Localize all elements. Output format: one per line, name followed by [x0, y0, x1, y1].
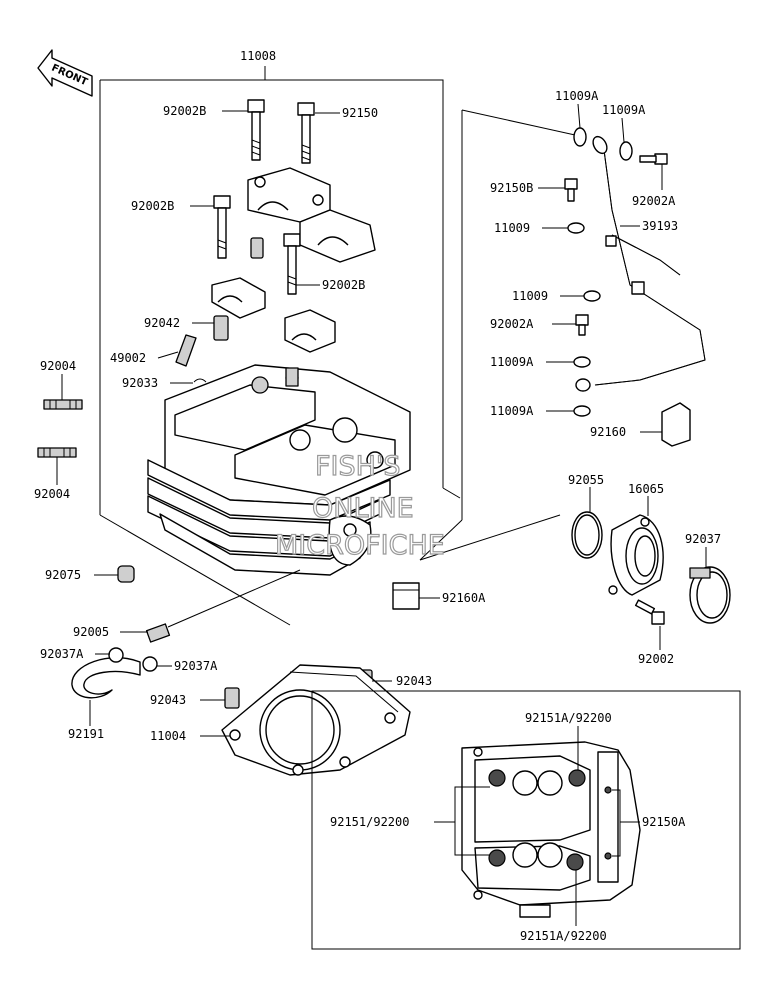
watermark-line-3: MICROFICHE	[275, 530, 445, 561]
label-92005: 92005	[73, 625, 109, 639]
label-92002b-3: 92002B	[322, 278, 365, 292]
dowel-pin-upper	[250, 237, 264, 259]
oil-pipe-frame	[419, 109, 576, 561]
camshaft-cap-upper	[247, 167, 376, 263]
bolt-92002b-lower	[283, 233, 301, 295]
label-92042: 92042	[144, 316, 180, 330]
label-92043-left: 92043	[150, 693, 186, 707]
label-11009a-1: 11009A	[555, 89, 599, 103]
label-11009a-2: 11009A	[602, 103, 646, 117]
inset-head-underside	[461, 741, 641, 918]
label-49002: 49002	[110, 351, 146, 365]
watermark-line-1: FISH'S	[315, 451, 401, 482]
label-92002a-2: 92002A	[490, 317, 534, 331]
label-11009-2: 11009	[512, 289, 548, 303]
label-92004-bottom: 92004	[34, 487, 70, 501]
label-11009a-4: 11009A	[490, 404, 534, 418]
label-11004: 11004	[150, 729, 186, 743]
label-92160a: 92160A	[442, 591, 486, 605]
label-inset-92151: 92151/92200	[330, 815, 409, 829]
leader-lines	[56, 103, 707, 926]
label-11009-1: 11009	[494, 221, 530, 235]
front-direction-arrow: FRONT	[37, 49, 93, 97]
label-92004-top: 92004	[40, 359, 76, 373]
bolt-92150	[297, 102, 315, 164]
hose-92191	[71, 657, 141, 699]
clamp-92037a-left	[108, 647, 124, 663]
label-92002b-2: 92002B	[131, 199, 174, 213]
label-92033: 92033	[122, 376, 158, 390]
label-16065: 16065	[628, 482, 664, 496]
label-inset-92151a-top: 92151A/92200	[525, 711, 612, 725]
main-assembly-frame	[99, 66, 461, 626]
plug-92075	[117, 565, 135, 583]
bolt-92150b	[564, 178, 578, 202]
label-92150: 92150	[342, 106, 378, 120]
block-92160	[661, 402, 691, 447]
watermark-line-2: ONLINE	[312, 493, 414, 524]
clip-92033	[193, 378, 207, 383]
label-92037: 92037	[685, 532, 721, 546]
guide-49002	[175, 334, 197, 367]
dowel-pin-92042	[213, 315, 229, 341]
bolt-92002b-mid	[213, 195, 231, 259]
label-92037a-right: 92037A	[174, 659, 218, 673]
block-92160a	[392, 582, 420, 610]
label-92002b-1: 92002B	[163, 104, 206, 118]
label-92150b: 92150B	[490, 181, 533, 195]
washers-11009a	[573, 127, 633, 417]
dowel-92043-left	[224, 687, 240, 709]
clamp-92037a-right	[142, 656, 158, 672]
o-ring-92055	[571, 511, 603, 559]
label-92043-right: 92043	[396, 674, 432, 688]
label-inset-92150a: 92150A	[642, 815, 686, 829]
clamp-92037	[689, 566, 731, 624]
intake-holder-16065	[608, 514, 664, 596]
label-92075: 92075	[45, 568, 81, 582]
stud-92004-upper	[43, 399, 83, 410]
cylinder-head	[147, 364, 411, 576]
bolt-92002a-lower	[575, 314, 589, 336]
watermark: FISH'S ONLINE MICROFICHE	[274, 450, 445, 561]
label-39193: 39193	[642, 219, 678, 233]
label-inset-92151a-bottom: 92151A/92200	[520, 929, 607, 943]
label-92002a-1: 92002A	[632, 194, 676, 208]
washers-11009	[567, 222, 601, 302]
head-gasket-11004	[221, 664, 411, 776]
stud-92004-lower	[37, 447, 77, 458]
camshaft-cap-lower	[211, 277, 336, 353]
oil-pipe-39193	[575, 135, 706, 392]
label-92002: 92002	[638, 652, 674, 666]
label-92037a-left: 92037A	[40, 647, 84, 661]
inset-frame	[311, 690, 741, 950]
bolt-92002a-upper	[639, 153, 668, 165]
label-11008: 11008	[240, 49, 276, 63]
bolt-92002	[634, 599, 665, 625]
label-92160: 92160	[590, 425, 626, 439]
part-labels: 11008 92002B 92150 92002B 92002B 92042 4…	[34, 49, 721, 943]
label-11009a-3: 11009A	[490, 355, 534, 369]
fitting-92005	[145, 569, 301, 643]
bolt-92002b-upper	[247, 99, 265, 161]
label-92055: 92055	[568, 473, 604, 487]
label-92191: 92191	[68, 727, 104, 741]
